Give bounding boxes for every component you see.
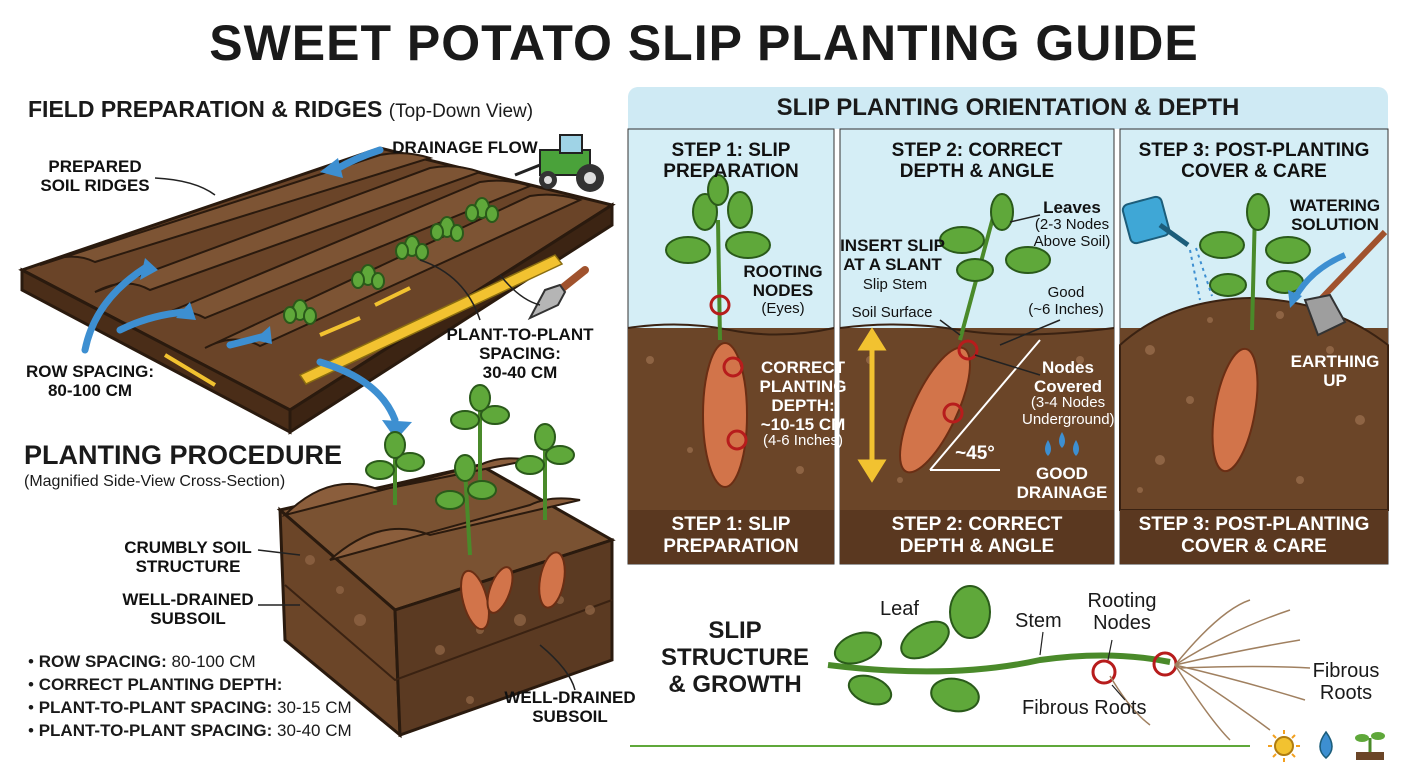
- step3-title: STEP 3: POST-PLANTING COVER & CARE: [1138, 140, 1370, 182]
- trowel-icon: [527, 266, 589, 321]
- procedure-bullets: • ROW SPACING: 80-100 CM • CORRECT PLANT…: [28, 650, 352, 742]
- label-crumbly-soil: CRUMBLY SOIL STRUCTURE: [124, 538, 252, 576]
- seedling-icon: [1355, 732, 1385, 760]
- step2-label-good: Good (~6 Inches): [1028, 284, 1104, 318]
- structure-label-fibrous-roots-right: Fibrous Roots: [1312, 660, 1380, 704]
- watering-can-icon: [1121, 195, 1213, 301]
- field-illustration: [18, 134, 616, 440]
- procedure-title: PLANTING PROCEDURE: [24, 440, 343, 470]
- step1-title: STEP 1: SLIP PREPARATION: [663, 140, 799, 182]
- field-title-text: FIELD PREPARATION & RIDGES: [28, 96, 383, 122]
- label-row-spacing: ROW SPACING: 80-100 CM: [25, 362, 155, 400]
- step2-label-leaves: Leaves: [1043, 198, 1101, 217]
- step2-label-surface: Soil Surface: [851, 304, 933, 321]
- bullet-item: • PLANT-TO-PLANT SPACING: 30-40 CM: [28, 721, 352, 740]
- structure-label-fibrous-roots: Fibrous Roots: [1022, 697, 1147, 719]
- orientation-panels: [627, 128, 1389, 565]
- cross-section-illustration: [257, 384, 616, 739]
- step3-footer: STEP 3: POST-PLANTING COVER & CARE: [1138, 514, 1370, 557]
- step2-label-angle: ~45°: [955, 443, 995, 464]
- step1-slip: [665, 174, 771, 488]
- step2-label-drainage: GOOD DRAINAGE: [1016, 464, 1108, 502]
- step2-label-stem: Slip Stem: [862, 276, 928, 293]
- field-seedlings: [283, 197, 499, 325]
- step2-label-insert: INSERT SLIP AT A SLANT: [840, 236, 945, 274]
- tractor-icon: [514, 134, 604, 192]
- field-title: FIELD PREPARATION & RIDGES (Top-Down Vie…: [28, 96, 533, 123]
- label-subsoil-right: WELL-DRAINED SUBSOIL: [504, 688, 636, 726]
- step3-label-earthing: EARTHING UP: [1290, 352, 1380, 390]
- step1-label-nodes: ROOTING NODES: [743, 262, 823, 300]
- bullet-item: • ROW SPACING: 80-100 CM: [28, 652, 256, 671]
- step1-label-inches: (4-6 Inches): [762, 432, 844, 449]
- bullet-item: • PLANT-TO-PLANT SPACING: 30-15 CM: [28, 698, 352, 717]
- structure-label-rooting-nodes: Rooting Nodes: [1087, 590, 1157, 634]
- water-drop-icon: [1319, 730, 1333, 759]
- bullet-item: • CORRECT PLANTING DEPTH:: [28, 675, 283, 694]
- step2-label-leaves-note: (2-3 Nodes Above Soil): [1033, 216, 1111, 250]
- procedure-subtitle: (Magnified Side-View Cross-Section): [24, 473, 286, 490]
- step1-label-eyes: (Eyes): [761, 300, 805, 317]
- structure-label-leaf: Leaf: [880, 598, 919, 620]
- orientation-title: SLIP PLANTING ORIENTATION & DEPTH: [628, 87, 1388, 129]
- field-view-label: (Top-Down View): [388, 101, 534, 122]
- sun-icon: [1268, 730, 1300, 762]
- step2-label-covered: Nodes Covered: [1033, 358, 1103, 396]
- step2-slip: [899, 193, 1051, 474]
- label-subsoil-left: WELL-DRAINED SUBSOIL: [122, 590, 254, 628]
- label-prepared-ridges: PREPARED SOIL RIDGES: [40, 157, 150, 195]
- hoe-icon: [1303, 229, 1388, 337]
- structure-title: SLIP STRUCTURE & GROWTH: [661, 617, 809, 698]
- step1-footer: STEP 1: SLIP PREPARATION: [663, 514, 799, 557]
- step3-plant: [1199, 193, 1311, 473]
- page-title: SWEET POTATO SLIP PLANTING GUIDE: [209, 15, 1199, 71]
- structure-label-stem: Stem: [1015, 610, 1062, 632]
- label-plant-spacing: PLANT-TO-PLANT SPACING: 30-40 CM: [446, 325, 594, 382]
- step2-label-covered-note: (3-4 Nodes Underground): [1022, 394, 1115, 428]
- step1-label-depth: CORRECT PLANTING DEPTH: ~10-15 CM: [759, 358, 847, 434]
- label-drainage-flow: DRAINAGE FLOW: [392, 138, 538, 157]
- step2-title: STEP 2: CORRECT DEPTH & ANGLE: [891, 140, 1063, 182]
- procedure-title-block: PLANTING PROCEDURE (Magnified Side-View …: [24, 440, 342, 491]
- step3-label-watering: WATERING SOLUTION: [1289, 196, 1381, 234]
- step2-footer: STEP 2: CORRECT DEPTH & ANGLE: [891, 514, 1063, 557]
